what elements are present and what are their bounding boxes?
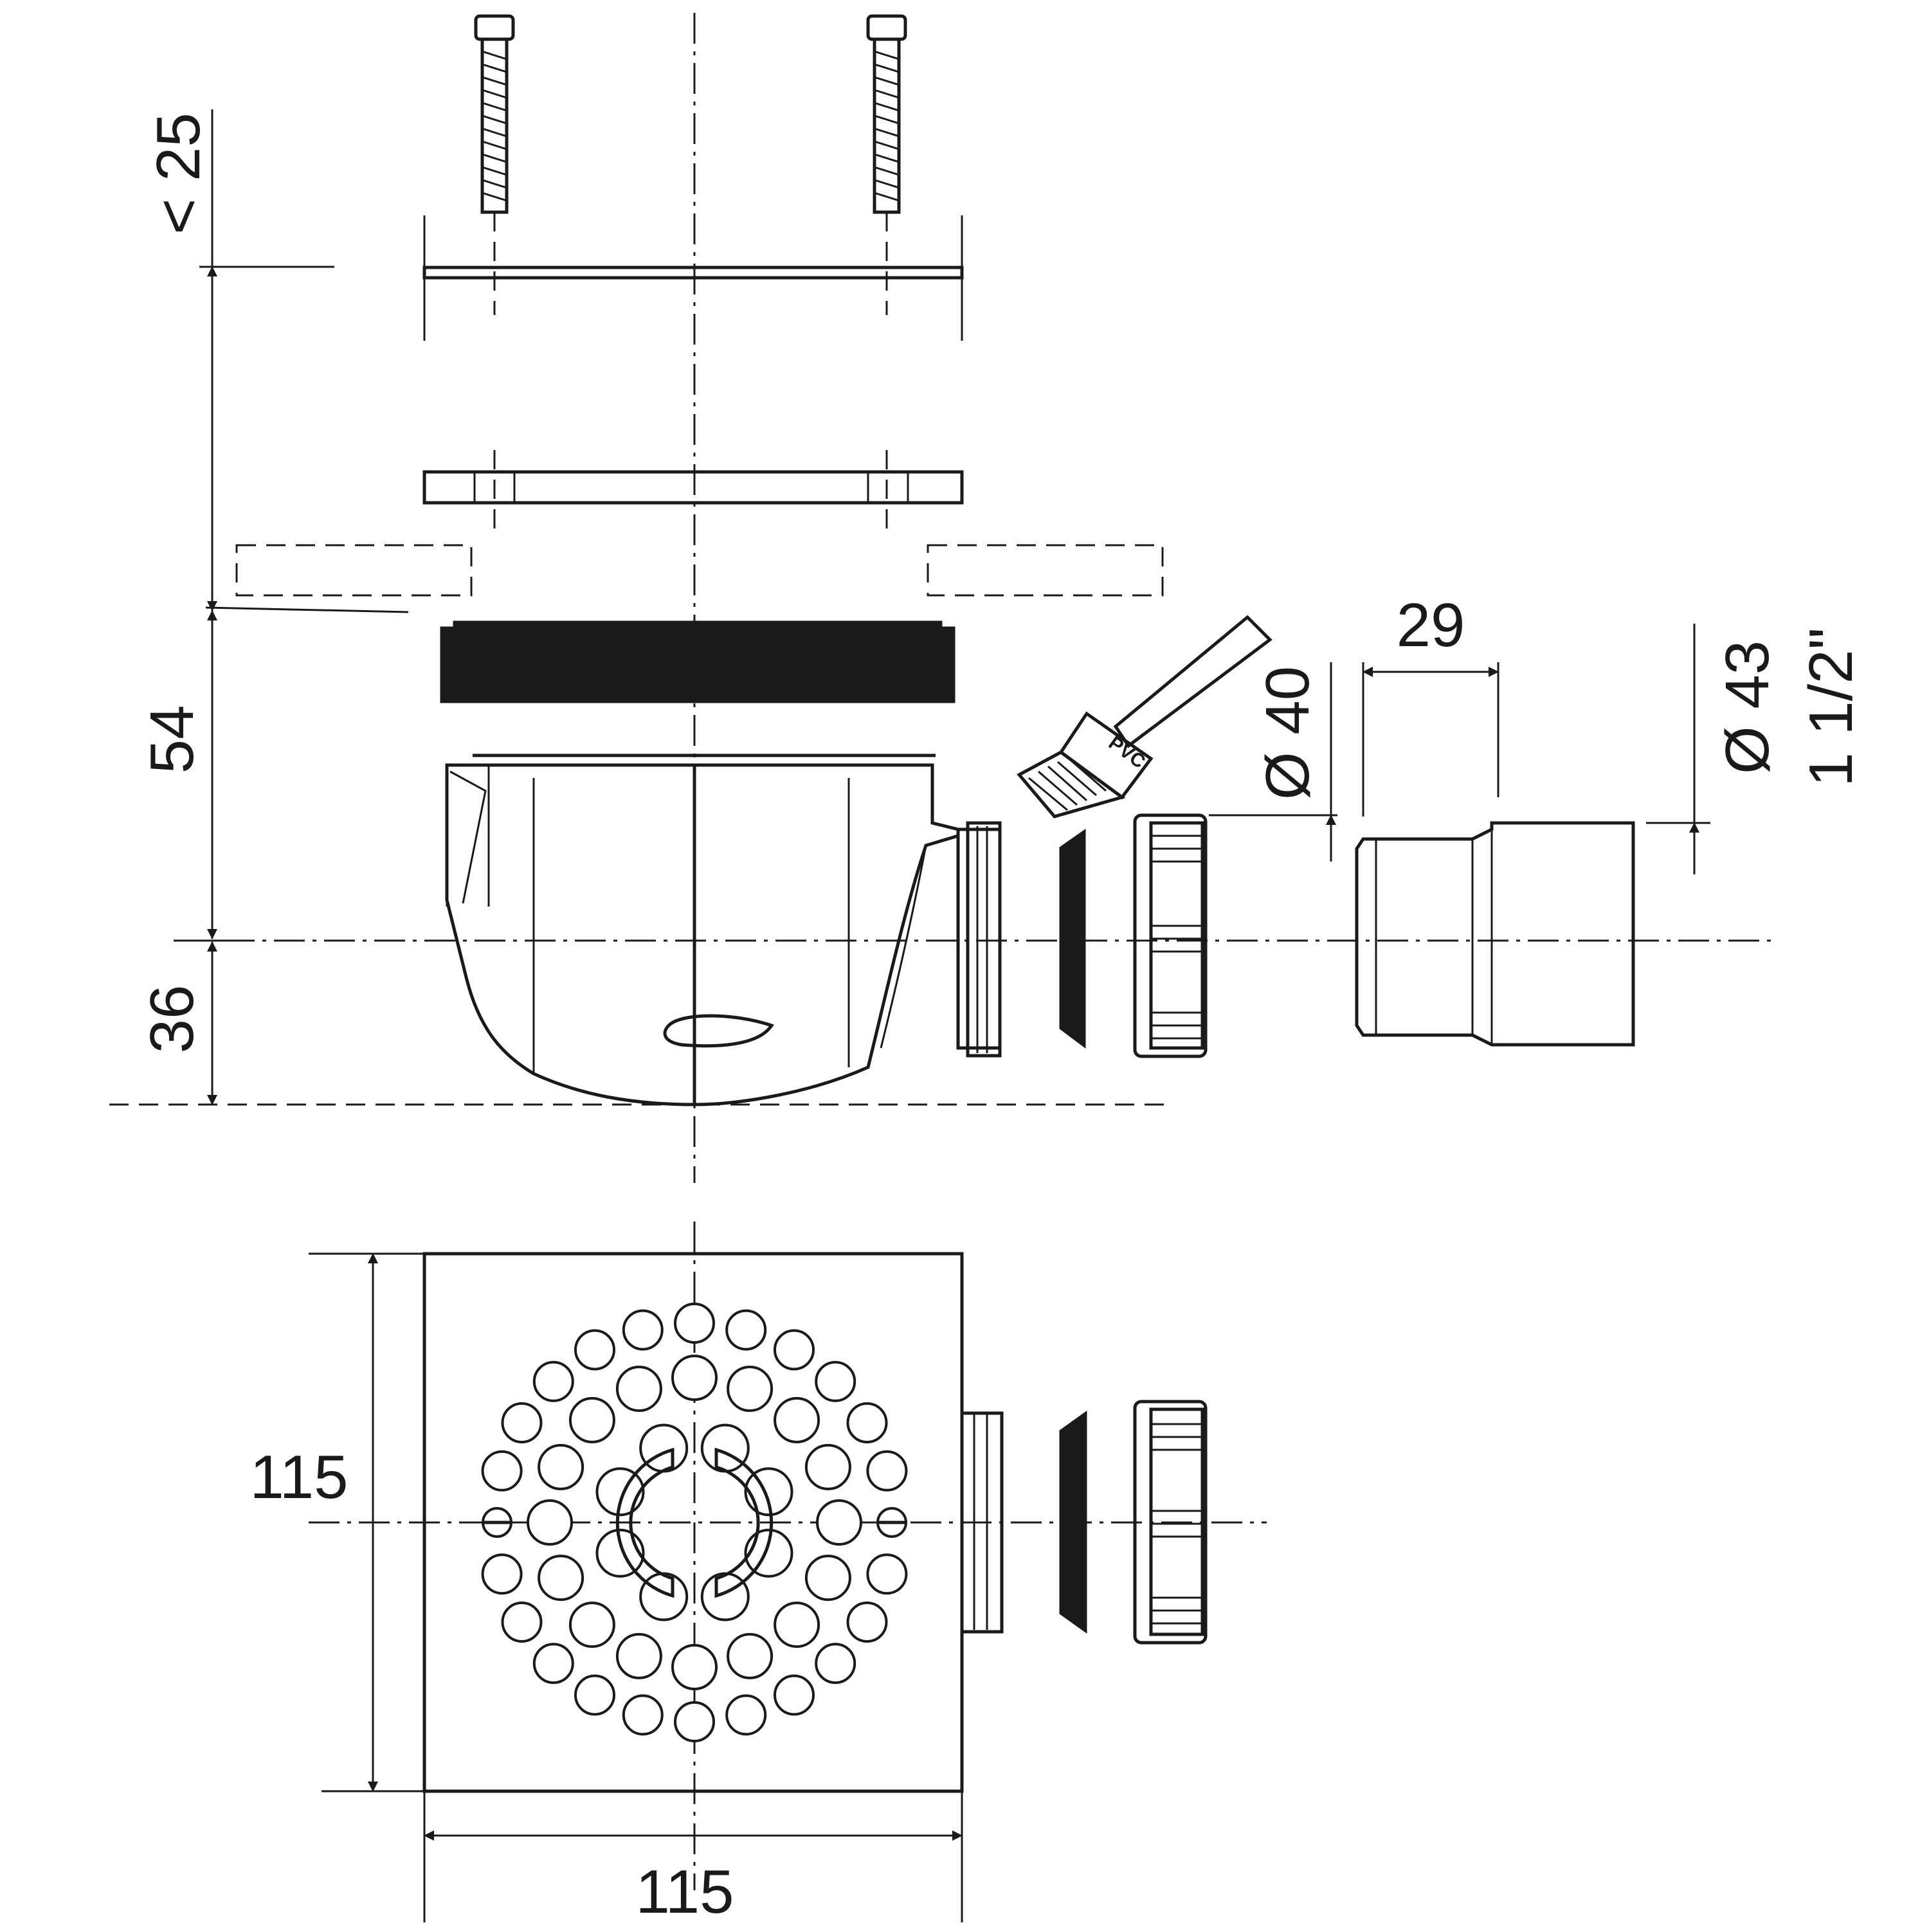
drain-hole [804,1443,851,1490]
center-ring-top [615,1447,774,1598]
drain-hole [804,1555,851,1602]
pipe-adapter [1355,821,1635,1047]
drain-hole [671,1644,718,1690]
drain-hole [574,1329,615,1371]
drain-hole [700,1423,750,1473]
drain-hole [615,1366,662,1413]
grate-plate-side [422,215,964,341]
drain-hole [501,1402,543,1443]
seal-cone-side [1059,829,1086,1049]
drain-hole [622,1309,664,1351]
screw-head-left-top [482,1507,512,1538]
drain-hole [816,1499,862,1546]
drain-hole [674,1303,715,1344]
drain-hole [568,1602,615,1648]
drain-hole [639,1572,689,1621]
dimension-lines-side [174,109,1710,1105]
adapter-length-label: 29 [1397,591,1465,660]
drain-hole [725,1309,767,1351]
drain-hole [481,1553,523,1595]
dimension-lines-top [309,1252,963,1922]
adapter-diameter-label: Ø 43 [1713,640,1782,774]
drain-hole [727,1366,774,1413]
drain-hole [846,1602,888,1643]
drain-hole [815,1360,856,1402]
adapter-thread-label: 1 1/2" [1797,627,1865,787]
drain-hole [532,1643,574,1684]
left-screw [474,14,515,315]
drain-hole [866,1553,908,1595]
drain-hole [501,1602,543,1643]
pvc-brush-icon: PVC [1017,615,1272,818]
drain-hole [481,1450,523,1492]
drain-hole [774,1396,820,1443]
drain-body [445,754,960,1106]
right-screw [866,14,907,315]
union-nut-side [1133,813,1208,1058]
drain-hole [727,1632,774,1679]
drain-hole [574,1674,615,1716]
drain-hole [866,1450,908,1492]
drain-hole [622,1694,664,1736]
drain-hole [568,1396,615,1443]
brush-label: PVC [1105,732,1149,773]
drain-hole [639,1423,689,1473]
drain-hole [532,1360,574,1402]
drain-hole [671,1355,718,1401]
tile-reference-line [205,606,409,613]
drain-hole [774,1329,815,1371]
screw-head-right-top [876,1507,907,1538]
drain-hole [538,1555,584,1602]
drain-hole [774,1674,815,1716]
drain-hole [674,1701,715,1742]
outlet-spigot-side [956,821,1002,1058]
drain-hole [700,1572,750,1621]
body-height-upper-label: 54 [138,705,206,774]
outlet-diameter-label: Ø 40 [1253,666,1322,800]
tile-outline-left [235,544,473,597]
drain-hole [846,1402,888,1443]
frame-ring [422,450,964,530]
seal-cone-top [1059,1411,1087,1634]
drain-hole [774,1602,820,1648]
screw-height-label: < 25 [144,113,213,235]
drain-hole [538,1443,584,1490]
drain-hole [615,1632,662,1679]
tile-outline-right [927,544,1164,597]
plate-height-label: 115 [249,1443,348,1512]
union-nut-top [1133,1400,1208,1645]
drain-hole [725,1694,767,1736]
body-height-lower-label: 36 [138,985,206,1054]
sealing-gasket [440,620,955,703]
outlet-spigot-top [960,1411,1004,1634]
drain-hole [815,1643,856,1684]
drain-hole [527,1499,573,1546]
plate-width-label: 115 [635,1857,734,1926]
